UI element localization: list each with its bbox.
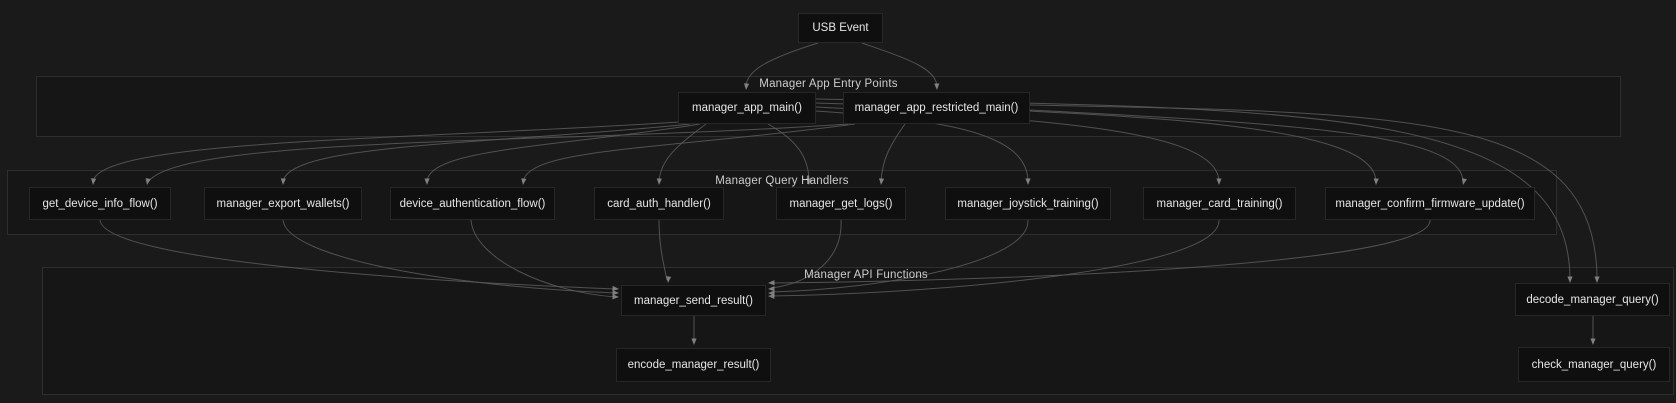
arrowhead-icon <box>145 178 151 185</box>
node-manager-get-logs[interactable]: manager_get_logs() <box>776 187 906 220</box>
node-device-authentication-flow[interactable]: device_authentication_flow() <box>390 187 555 220</box>
node-manager-confirm-firmware-update[interactable]: manager_confirm_firmware_update() <box>1325 187 1535 220</box>
edge-device_authentication_flow-to-manager_send_result <box>470 219 617 298</box>
edge-manager_app_restricted_main-to-device_authentication_flow <box>522 123 856 183</box>
edge-manager_card_training-to-manager_send_result <box>770 219 1220 297</box>
arrowhead-icon <box>656 178 662 185</box>
arrowhead-icon <box>1216 178 1222 185</box>
edge-card_auth_handler-to-manager_send_result <box>658 219 668 281</box>
arrowhead-icon <box>1461 178 1467 185</box>
node-manager-joystick-training[interactable]: manager_joystick_training() <box>945 187 1111 220</box>
node-decode-manager-query[interactable]: decode_manager_query() <box>1515 283 1670 316</box>
node-manager-app-main[interactable]: manager_app_main() <box>678 92 816 124</box>
arrowhead-icon <box>691 338 697 345</box>
edge-manager_app_restricted_main-to-decode_manager_query <box>1029 104 1598 281</box>
node-check-manager-query[interactable]: check_manager_query() <box>1518 347 1670 382</box>
arrowhead-icon <box>612 294 619 300</box>
arrowhead-icon <box>280 178 286 185</box>
node-get-device-info-flow[interactable]: get_device_info_flow() <box>29 187 171 220</box>
edge-manager_app_restricted_main-to-get_device_info_flow <box>147 123 849 183</box>
edge-get_device_info_flow-to-manager_send_result <box>99 219 617 290</box>
cluster-manager-api-functions <box>42 267 1674 395</box>
arrowhead-icon <box>1025 178 1031 185</box>
edge-manager_joystick_training-to-manager_send_result <box>770 219 1029 293</box>
arrowhead-icon <box>1594 276 1600 283</box>
arrowhead-icon <box>1373 178 1379 185</box>
edge-manager_export_wallets-to-manager_send_result <box>282 219 617 294</box>
arrowhead-icon <box>90 178 97 185</box>
node-manager-app-restricted-main[interactable]: manager_app_restricted_main() <box>843 92 1030 124</box>
edge-manager_app_main-to-device_authentication_flow <box>426 123 701 183</box>
edge-usb_event-to-manager_app_restricted_main <box>861 42 938 88</box>
arrowhead-icon <box>1567 276 1573 283</box>
arrowhead-icon <box>934 83 940 90</box>
arrowhead-icon <box>806 178 812 185</box>
arrowhead-icon <box>612 285 619 292</box>
edge-manager_app_restricted_main-to-manager_get_logs <box>880 123 906 183</box>
arrowhead-icon <box>521 178 527 185</box>
edge-manager_app_main-to-manager_get_logs <box>767 123 810 183</box>
edge-manager_get_logs-to-manager_send_result <box>770 219 842 289</box>
arrowhead-icon <box>665 276 672 283</box>
edge-manager_app_main-to-card_auth_handler <box>658 123 707 183</box>
node-manager-send-result[interactable]: manager_send_result() <box>621 285 766 316</box>
cluster-manager-app-entry-points <box>36 76 1621 137</box>
edge-manager_app_main-to-manager_export_wallets <box>282 123 691 183</box>
edge-manager_app_restricted_main-to-manager_confirm_firmware_update <box>1029 109 1464 183</box>
node-encode-manager-result[interactable]: encode_manager_result() <box>616 348 771 382</box>
edge-manager_app_main-to-get_device_info_flow <box>92 121 681 183</box>
arrowhead-icon <box>424 178 430 185</box>
node-manager-card-training[interactable]: manager_card_training() <box>1143 187 1296 220</box>
arrowhead-icon <box>768 293 775 300</box>
node-manager-export-wallets[interactable]: manager_export_wallets() <box>204 187 362 220</box>
node-card-auth-handler[interactable]: card_auth_handler() <box>594 187 724 220</box>
edge-usb_event-to-manager_app_main <box>745 42 819 88</box>
arrowhead-icon <box>1590 338 1596 345</box>
arrowhead-icon <box>743 83 750 90</box>
node-usb-event[interactable]: USB Event <box>798 13 883 43</box>
arrowhead-icon <box>612 290 619 296</box>
arrowhead-icon <box>768 286 775 292</box>
edge-manager_confirm_firmware_update-to-manager_send_result <box>770 219 1431 284</box>
arrowhead-icon <box>878 178 885 185</box>
arrowhead-icon <box>768 280 775 286</box>
